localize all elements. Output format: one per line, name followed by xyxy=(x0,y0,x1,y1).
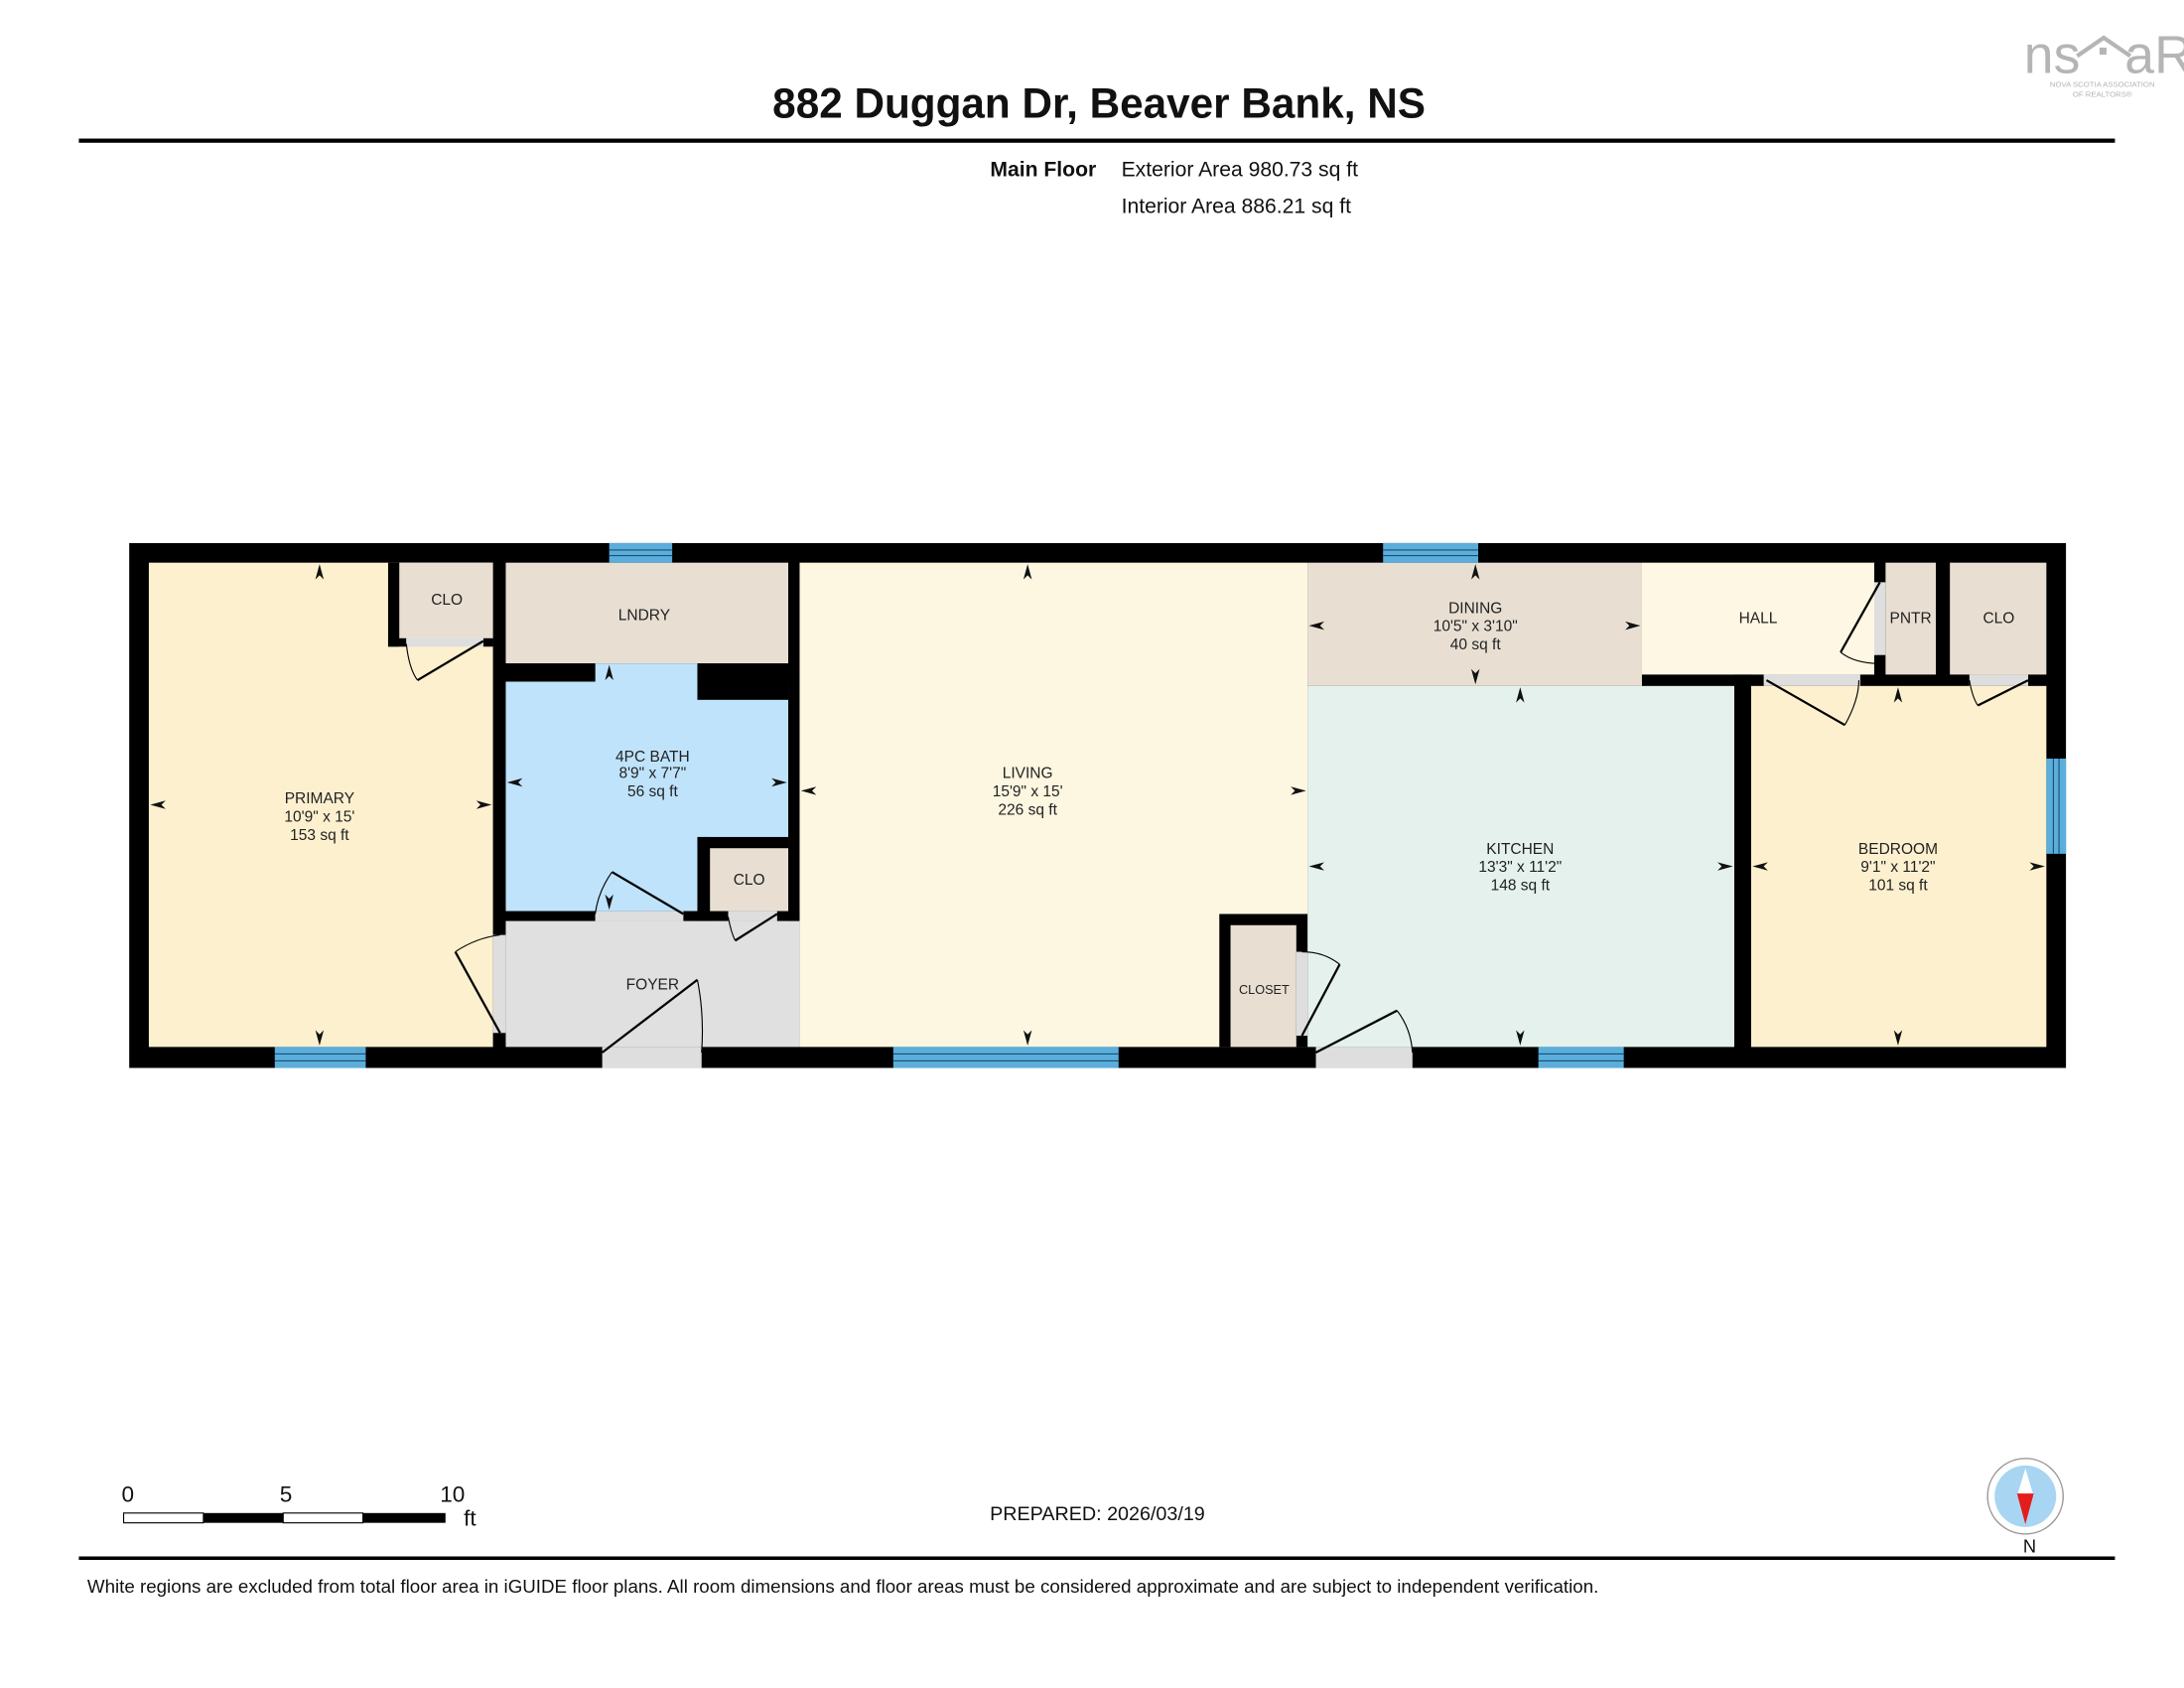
room-primary-name: PRIMARY xyxy=(285,790,354,807)
page-title: 882 Duggan Dr, Beaver Bank, NS xyxy=(772,79,1426,126)
window xyxy=(1538,1047,1624,1068)
room-pantry[interactable] xyxy=(1885,562,1936,675)
compass-label: N xyxy=(2023,1535,2036,1556)
scale-label-10: 10 xyxy=(440,1482,465,1507)
room-closet-name: CLOSET xyxy=(1239,983,1290,997)
room-dining-name: DINING xyxy=(1448,600,1502,617)
room-bedroom-dims: 9'1" x 11'2" xyxy=(1860,859,1935,876)
room-bath-area: 56 sq ft xyxy=(627,783,679,800)
window xyxy=(892,1047,1119,1068)
prepared-date: PREPARED: 2026/03/19 xyxy=(990,1503,1205,1525)
room-dining-dims: 10'5" x 3'10" xyxy=(1433,619,1518,635)
disclaimer: White regions are excluded from total fl… xyxy=(87,1576,1598,1597)
room-pantry-name: PNTR xyxy=(1890,610,1932,627)
room-bath-dims: 8'9" x 7'7" xyxy=(618,766,686,782)
door-opening xyxy=(1969,674,2029,686)
room-hall-closet-name: CLO xyxy=(1982,610,2014,627)
bath-passage xyxy=(595,663,698,683)
room-laundry-name: LNDRY xyxy=(618,607,670,624)
room-primary-closet[interactable] xyxy=(399,562,493,638)
room-living-dims: 15'9" x 15' xyxy=(993,783,1063,800)
room-primary-area: 153 sq ft xyxy=(290,827,349,844)
room-hall[interactable] xyxy=(1641,562,1876,675)
room-living-name: LIVING xyxy=(1003,766,1053,782)
room-bath-name: 4PC BATH xyxy=(615,749,690,766)
floor-plan: PRIMARY 10'9" x 15' 153 sq ft CLO LNDRY … xyxy=(129,542,2067,1068)
room-bedroom-name: BEDROOM xyxy=(1858,841,1938,858)
logo-ar: aR xyxy=(2124,26,2184,84)
scale-bar: 0 5 10 ft xyxy=(121,1482,477,1531)
door-opening xyxy=(492,934,506,1034)
scale-unit: ft xyxy=(464,1505,477,1530)
room-dining[interactable] xyxy=(1307,562,1642,686)
door-opening xyxy=(1873,582,1886,655)
exterior-area: Exterior Area 980.73 sq ft xyxy=(1122,159,1359,182)
doors xyxy=(405,581,2029,1068)
header-divider xyxy=(78,138,2116,143)
room-primary-dims: 10'9" x 15' xyxy=(284,808,354,825)
room-kitchen[interactable] xyxy=(1307,685,1735,1048)
window xyxy=(1383,542,1479,563)
scale-label-0: 0 xyxy=(121,1482,134,1507)
footer-divider xyxy=(78,1556,2116,1561)
room-kitchen-dims: 13'3" x 11'2" xyxy=(1478,859,1562,876)
room-kitchen-area: 148 sq ft xyxy=(1491,878,1551,895)
room-kitchen-name: KITCHEN xyxy=(1486,841,1554,858)
room-foyer[interactable] xyxy=(505,920,800,1048)
room-laundry[interactable] xyxy=(505,562,789,664)
room-bath-closet-name: CLO xyxy=(734,872,765,889)
logo-subtitle-2: OF REALTORS® xyxy=(2073,89,2132,98)
window xyxy=(609,542,673,563)
logo-window xyxy=(2099,47,2107,55)
window xyxy=(274,1047,366,1068)
logo-ns: ns xyxy=(2024,26,2081,84)
door-opening xyxy=(1763,674,1860,686)
door-opening xyxy=(1296,951,1308,1037)
door-opening xyxy=(595,911,684,921)
room-living-area: 226 sq ft xyxy=(998,801,1057,818)
logo-roof-icon xyxy=(2076,35,2132,59)
room-primary-closet-name: CLO xyxy=(431,592,463,609)
north-arrow-compass-icon: N xyxy=(1986,1458,2064,1556)
room-foyer-name: FOYER xyxy=(626,977,679,994)
door-opening xyxy=(602,1047,702,1068)
interior-walls xyxy=(387,562,2047,1048)
room-closet[interactable] xyxy=(1230,924,1297,1048)
logo-subtitle-1: NOVA SCOTIA ASSOCIATION xyxy=(2050,79,2155,88)
interior-area: Interior Area 886.21 sq ft xyxy=(1122,195,1351,217)
scale-label-5: 5 xyxy=(280,1482,293,1507)
room-bedroom-area: 101 sq ft xyxy=(1868,878,1928,895)
door-opening xyxy=(1315,1047,1413,1068)
room-hall-closet[interactable] xyxy=(1950,562,2047,675)
window xyxy=(2046,759,2067,854)
door-opening xyxy=(406,637,483,647)
room-bedroom[interactable] xyxy=(1750,685,2047,1048)
room-dining-area: 40 sq ft xyxy=(1450,636,1502,653)
floor-label: Main Floor xyxy=(990,159,1096,182)
room-hall-name: HALL xyxy=(1739,610,1778,627)
room-bath-closet[interactable] xyxy=(710,848,789,912)
door-opening xyxy=(728,911,777,921)
windows xyxy=(274,542,2067,1068)
